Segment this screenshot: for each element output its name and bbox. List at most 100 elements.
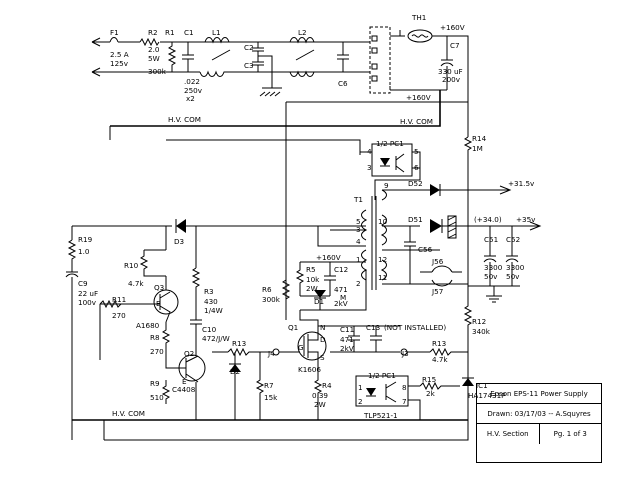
label-d51: D51 xyxy=(408,215,423,224)
label-r4-v1: 0.39 xyxy=(312,391,328,400)
label-pc1b: 1/2 PC1 xyxy=(368,371,396,380)
label-plus160-mid: +160V xyxy=(406,93,431,102)
label-r13b: R13 xyxy=(432,339,446,348)
resistor-r3 xyxy=(191,267,201,306)
label-r6: R6 xyxy=(262,285,272,294)
label-r15-v: 2k xyxy=(426,389,436,398)
label-r11-v: 270 xyxy=(112,311,126,320)
capacitor-c9 xyxy=(65,262,79,440)
label-j56: J56 xyxy=(431,257,444,266)
jumper-j56 xyxy=(431,265,453,273)
label-c11-v1: 471 xyxy=(340,335,354,344)
label-qe: E xyxy=(182,377,187,386)
label-r9-v: 510 xyxy=(150,393,164,402)
label-r5-v2: 2W xyxy=(306,284,318,293)
label-r2: R2 xyxy=(148,28,158,37)
resistor-r9 xyxy=(161,380,171,404)
resistor-r7 xyxy=(255,352,265,420)
label-c11: C11 xyxy=(340,325,354,334)
resistor-r5 xyxy=(295,262,305,296)
label-qg: G xyxy=(298,343,304,352)
label-k1606: K1606 xyxy=(298,365,321,374)
label-pin5t: 5 xyxy=(356,217,361,226)
label-hvcom-top2: H.V. COM xyxy=(400,117,433,126)
ground-symbol xyxy=(259,87,282,97)
label-r8: R8 xyxy=(150,333,160,342)
label-pin12: 12 xyxy=(378,255,387,264)
capacitor-c2 xyxy=(252,42,264,56)
label-tlp: TLP521-1 xyxy=(363,411,398,420)
title-block-section: H.V. Section xyxy=(486,430,529,438)
optocoupler-pc1-upper xyxy=(360,143,421,200)
label-c12: C12 xyxy=(334,265,348,274)
label-pin3a: 3 xyxy=(367,163,372,172)
label-r2-v1: 2.0 xyxy=(148,45,160,54)
label-l1: L1 xyxy=(212,28,221,37)
label-m: M xyxy=(340,293,346,302)
label-a1680: A1680 xyxy=(136,321,160,330)
label-j4: J4 xyxy=(267,349,275,358)
label-c9-v2: 100v xyxy=(78,298,97,307)
resistor-r15 xyxy=(419,381,460,391)
label-r1: R1 xyxy=(165,28,175,37)
label-c6: C6 xyxy=(338,79,348,88)
label-ic1: IC1 xyxy=(476,381,488,390)
label-j3: J3 xyxy=(401,349,409,358)
label-f1-v2: 125v xyxy=(110,59,129,68)
label-pin7b: 7 xyxy=(402,397,407,406)
transformer-t1 xyxy=(317,184,542,303)
label-c51: C51 xyxy=(484,235,498,244)
label-q2: Q2 xyxy=(184,349,194,358)
label-c52: C52 xyxy=(506,235,520,244)
resistor-r2 xyxy=(139,37,160,47)
resistor-r6 xyxy=(281,279,291,300)
label-r8-v: 270 xyxy=(150,347,164,356)
label-r5: R5 xyxy=(306,265,316,274)
label-d52: D52 xyxy=(408,179,423,188)
fuse-f1 xyxy=(109,37,119,43)
ac-input-arrow-bottom xyxy=(91,67,101,77)
capacitor-c52 xyxy=(505,226,519,286)
label-pin4t: 4 xyxy=(356,237,361,246)
label-c2: C2 xyxy=(244,43,254,52)
label-j57: J57 xyxy=(431,287,443,296)
label-c1: C1 xyxy=(184,28,194,37)
optocoupler-pc1-lower xyxy=(355,375,409,407)
label-qn: N xyxy=(320,323,325,332)
shunt-regulator-ic1 xyxy=(462,378,474,386)
label-hvcom-top: H.V. COM xyxy=(168,115,201,124)
resistor-r4 xyxy=(313,372,323,420)
label-pin10: 10 xyxy=(378,217,388,226)
label-pin9: 9 xyxy=(384,181,389,190)
component-labels: F1 2.5 A 125v R2 2.0 5W R1 300k C1 .022 … xyxy=(78,13,536,420)
label-r11: R11 xyxy=(112,295,126,304)
inductor-l1 xyxy=(204,37,230,44)
label-v34: (+34.0) xyxy=(474,215,502,224)
resistor-r14 xyxy=(463,136,473,300)
capacitor-c12 xyxy=(324,262,336,296)
label-ic1-v: HA17431P xyxy=(468,391,506,400)
label-pin2b: 2 xyxy=(358,397,363,406)
feedback-section xyxy=(355,136,474,440)
label-r19-v: 1.0 xyxy=(78,247,90,256)
label-q3: Q3 xyxy=(154,283,164,292)
inductor-l2 xyxy=(289,37,315,44)
label-c9-v1: 22 uF xyxy=(78,289,98,298)
diode-d3 xyxy=(176,219,186,233)
resistor-r13b xyxy=(429,347,468,357)
label-pin2t: 2 xyxy=(356,279,361,288)
label-plus160-top: +160V xyxy=(440,23,465,32)
resistor-r12 xyxy=(463,300,473,420)
mosfet-q1 xyxy=(297,331,327,361)
label-c10: C10 xyxy=(202,325,217,334)
label-hvcom-bot: H.V. COM xyxy=(112,409,145,418)
hv-com-bottom-bus xyxy=(72,419,469,441)
ac-input-arrow-top xyxy=(91,37,101,47)
label-c7-v2: 200v xyxy=(442,75,461,84)
label-c1-v3: x2 xyxy=(186,94,195,103)
capacitor-c10 xyxy=(190,306,202,350)
title-block-page: Pg. 1 of 3 xyxy=(553,430,587,438)
capacitor-c11 xyxy=(348,326,360,352)
diode-d51 xyxy=(430,219,442,233)
